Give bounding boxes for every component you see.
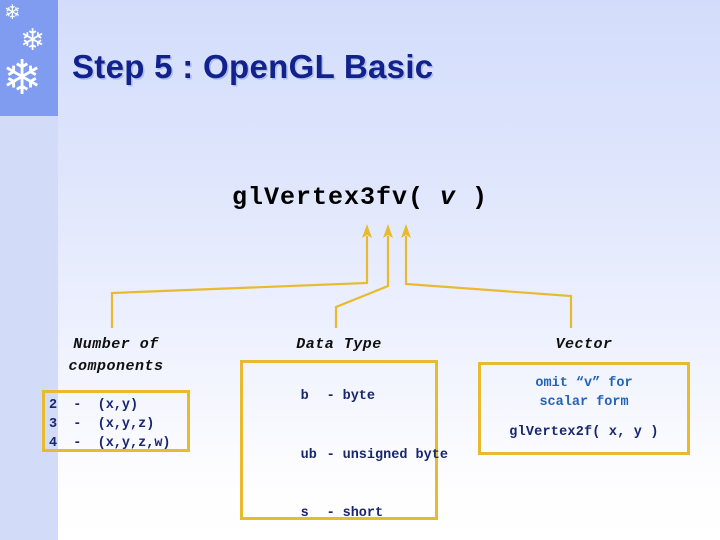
signature-prefix: glVertex3fv( xyxy=(231,183,440,212)
components-row: 3 - (x,y,z) xyxy=(49,417,155,433)
datatype-row: s -short xyxy=(252,485,435,540)
snowflake-band: ❄ ❄ ❄ xyxy=(0,0,58,116)
signature-suffix: ) xyxy=(456,183,489,212)
box-number-of-components: 2 - (x,y) 3 - (x,y,z) 4 - (x,y,z,w) xyxy=(42,390,190,452)
page-title: Step 5 : OpenGL Basic xyxy=(72,48,434,85)
datatype-row: b -byte xyxy=(252,368,435,426)
left-decorative-column: ❄ ❄ ❄ xyxy=(0,0,58,540)
vector-note: omit “v” for scalar form xyxy=(535,376,633,411)
datatype-dash: - xyxy=(326,447,335,463)
heading-number-of-components: Number of components xyxy=(68,336,164,375)
components-row: 2 - (x,y) xyxy=(49,398,139,413)
heading-data-type: Data Type xyxy=(296,336,382,353)
snowflake-icon-medium: ❄ xyxy=(20,23,46,58)
function-signature: glVertex3fv( v ) xyxy=(0,183,720,212)
components-row: 4 - (x,y,z,w) xyxy=(49,436,171,452)
datatype-meaning: byte xyxy=(342,389,376,405)
heading-vector: Vector xyxy=(555,336,613,353)
snowflake-icon-large: ❄ xyxy=(2,50,43,106)
datatype-abbr: ub xyxy=(300,447,317,463)
arrowheads xyxy=(362,224,411,238)
datatype-meaning: unsigned byte xyxy=(342,447,448,463)
datatype-meaning: short xyxy=(342,506,384,522)
datatype-dash: - xyxy=(326,506,335,522)
datatype-abbr: b xyxy=(300,389,309,405)
signature-vector-argument: v xyxy=(440,183,457,212)
datatype-dash: - xyxy=(326,389,335,405)
vector-scalar-example: glVertex2f( x, y ) xyxy=(509,425,659,441)
box-data-type: b-byte ub-unsigned byte s-short us-unsig… xyxy=(240,360,448,521)
datatype-abbr: s xyxy=(300,506,309,522)
box-vector: omit “v” for scalar form glVertex2f( x, … xyxy=(478,362,690,455)
datatype-row: ub-unsigned byte xyxy=(252,426,448,484)
snowflake-icon-small: ❄ xyxy=(4,0,21,24)
